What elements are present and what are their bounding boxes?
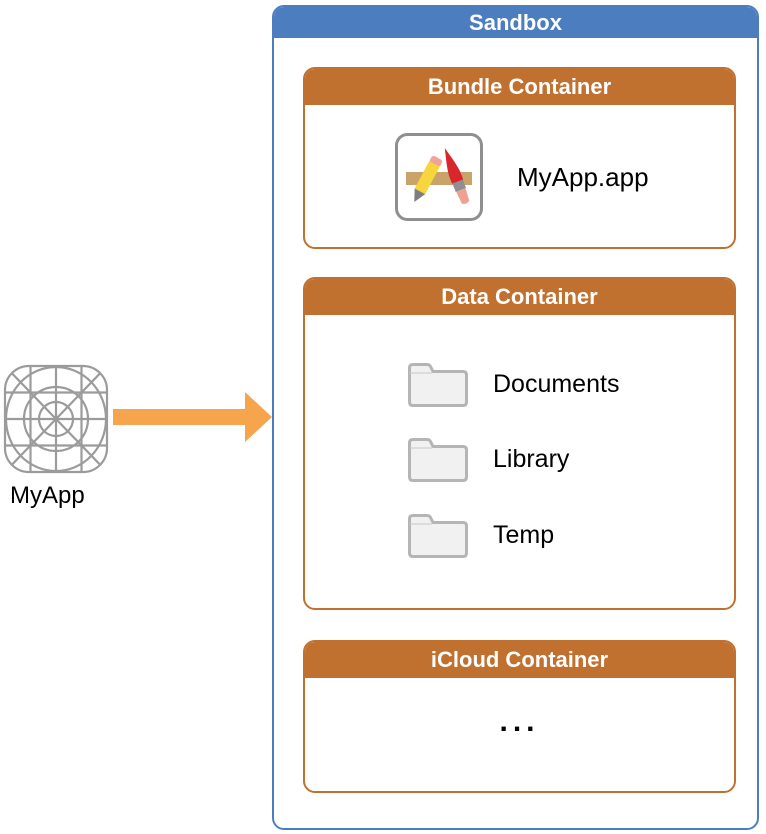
bundle-app-row: MyApp.app <box>395 133 649 221</box>
bundle-app-label: MyApp.app <box>517 161 649 192</box>
sandbox-box: Sandbox Bundle Container <box>272 5 759 830</box>
right-arrow-icon <box>113 392 272 442</box>
app-label: MyApp <box>10 482 85 509</box>
folder-label: Temp <box>493 520 555 549</box>
folder-icon <box>408 514 468 558</box>
app-wireframe-icon <box>3 364 109 474</box>
data-container: Data Container Documents Library <box>303 277 736 610</box>
data-container-title: Data Container <box>305 279 734 315</box>
icloud-container: iCloud Container ... <box>303 640 736 793</box>
icloud-ellipsis: ... <box>499 705 540 738</box>
bundle-container: Bundle Container MyApp. <box>303 67 736 249</box>
app-bundle-icon <box>395 133 483 221</box>
icloud-container-title: iCloud Container <box>305 642 734 678</box>
folder-icon <box>408 438 468 482</box>
folder-label: Documents <box>493 369 620 398</box>
data-row-temp: Temp <box>406 508 554 562</box>
bundle-container-title: Bundle Container <box>305 69 734 105</box>
folder-label: Library <box>493 444 570 473</box>
data-row-documents: Documents <box>406 357 619 411</box>
data-row-library: Library <box>406 432 569 486</box>
sandbox-title: Sandbox <box>274 7 757 38</box>
folder-icon <box>408 363 468 407</box>
